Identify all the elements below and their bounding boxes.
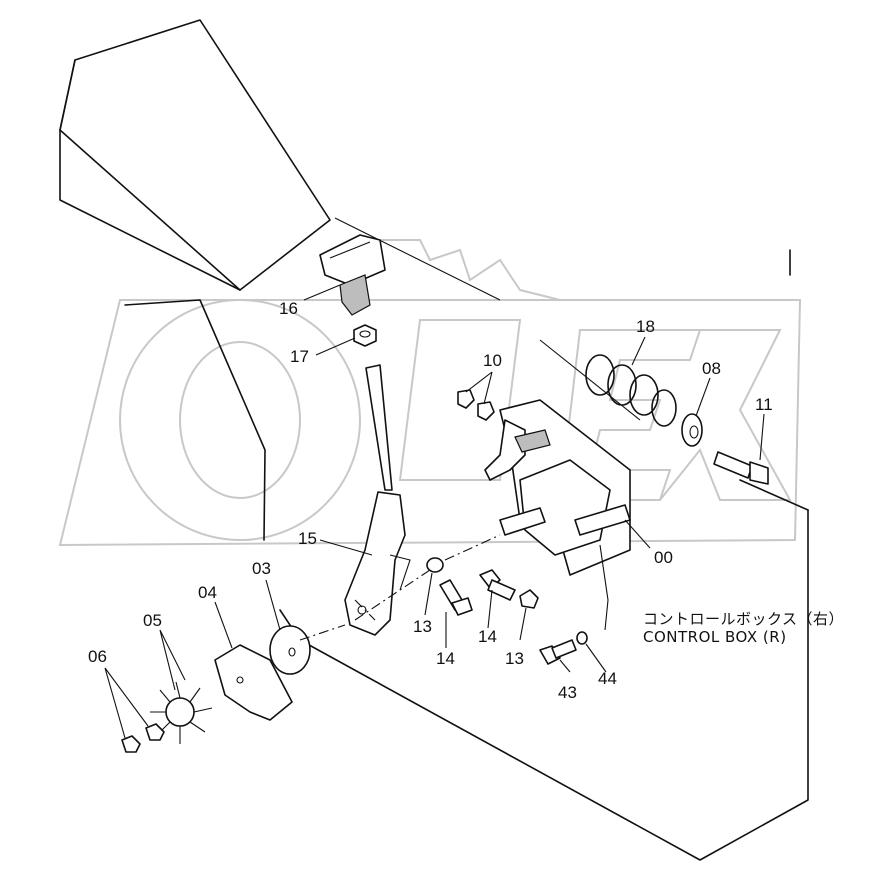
label-00: 00 [654,548,673,567]
opex-watermark [58,239,802,547]
label-03: 03 [252,559,271,578]
bolt-43 [539,639,577,665]
label-10: 10 [483,351,502,370]
label-16: 16 [279,299,298,318]
console-upper-block [59,19,331,291]
nuts-10 [457,389,495,421]
nut-17 [353,324,377,347]
caption-english: CONTROL BOX (R) [643,628,787,646]
nuts-06 [121,723,165,753]
spring-18 [585,354,677,427]
washer-44 [576,631,588,645]
label-15: 15 [298,529,317,548]
label-06: 06 [88,647,107,666]
assembly-axis-2 [444,534,501,561]
label-18: 18 [636,317,655,336]
bolt-14-left [439,579,473,616]
label-14-right: 14 [478,627,497,646]
nut-13-right [519,589,539,609]
cam-plate-04 [214,644,293,721]
bolt-14-right [479,569,516,601]
caption-japanese: コントロールボックス（右） [643,610,844,628]
label-43: 43 [558,683,577,702]
bolt-11 [713,451,769,485]
label-13-right: 13 [505,649,524,668]
label-05: 05 [143,611,162,630]
label-13-left: 13 [413,617,432,636]
label-44: 44 [598,669,617,688]
washer-08 [681,413,703,447]
plate-03 [269,625,311,675]
assembly-axis [299,569,431,641]
nut-13-left [426,557,444,573]
star-washer-05 [150,681,213,744]
lever-knob [319,234,386,316]
label-04: 04 [198,583,217,602]
label-11: 11 [755,395,773,414]
bracket-assembly [484,399,631,631]
control-lever [344,364,411,636]
label-08: 08 [702,359,721,378]
label-14-left: 14 [436,649,455,668]
leader-lines [104,284,765,739]
label-17: 17 [290,347,309,366]
